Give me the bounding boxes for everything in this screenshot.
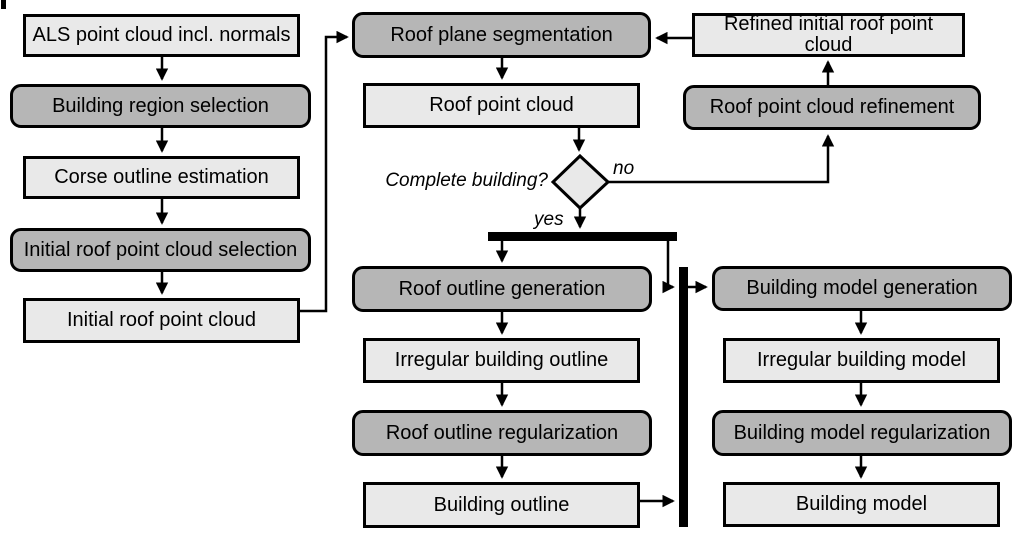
node-building-model-regularization: Building model regularization — [712, 410, 1012, 456]
edge-decision-no-to-refinement — [608, 134, 835, 184]
node-als-point-cloud: ALS point cloud incl. normals — [23, 14, 300, 57]
corner-artifact — [1, 0, 6, 9]
node-irregular-building-outline: Irregular building outline — [363, 338, 640, 383]
decision-question-label: Complete building? — [385, 170, 548, 191]
node-corse-outline-estimation: Corse outline estimation — [23, 156, 300, 199]
node-roof-plane-segmentation: Roof plane segmentation — [352, 12, 651, 58]
fork-bar-horizontal — [488, 232, 677, 241]
edge-fork-to-join-bar — [662, 241, 675, 294]
node-building-region-selection: Building region selection — [10, 84, 311, 128]
node-building-model-generation: Building model generation — [712, 266, 1012, 311]
node-roof-point-cloud: Roof point cloud — [363, 83, 640, 128]
node-building-outline: Building outline — [363, 482, 640, 528]
node-irregular-building-model: Irregular building model — [723, 338, 1000, 383]
node-building-model: Building model — [723, 482, 1000, 527]
node-refined-initial-roof-point-cloud: Refined initial roof point cloud — [692, 13, 965, 57]
node-roof-outline-generation: Roof outline generation — [352, 266, 652, 312]
decision-diamond — [550, 153, 611, 211]
join-bar-vertical — [679, 267, 688, 527]
node-roof-point-cloud-refinement: Roof point cloud refinement — [683, 85, 981, 130]
decision-no-label: no — [613, 158, 635, 179]
node-roof-outline-regularization: Roof outline regularization — [352, 410, 652, 456]
decision-yes-label: yes — [534, 209, 564, 230]
arrow-initial-cloud-to-segmentation — [300, 30, 349, 313]
node-initial-roof-point-cloud-selection: Initial roof point cloud selection — [10, 228, 311, 272]
node-initial-roof-point-cloud: Initial roof point cloud — [23, 298, 300, 343]
